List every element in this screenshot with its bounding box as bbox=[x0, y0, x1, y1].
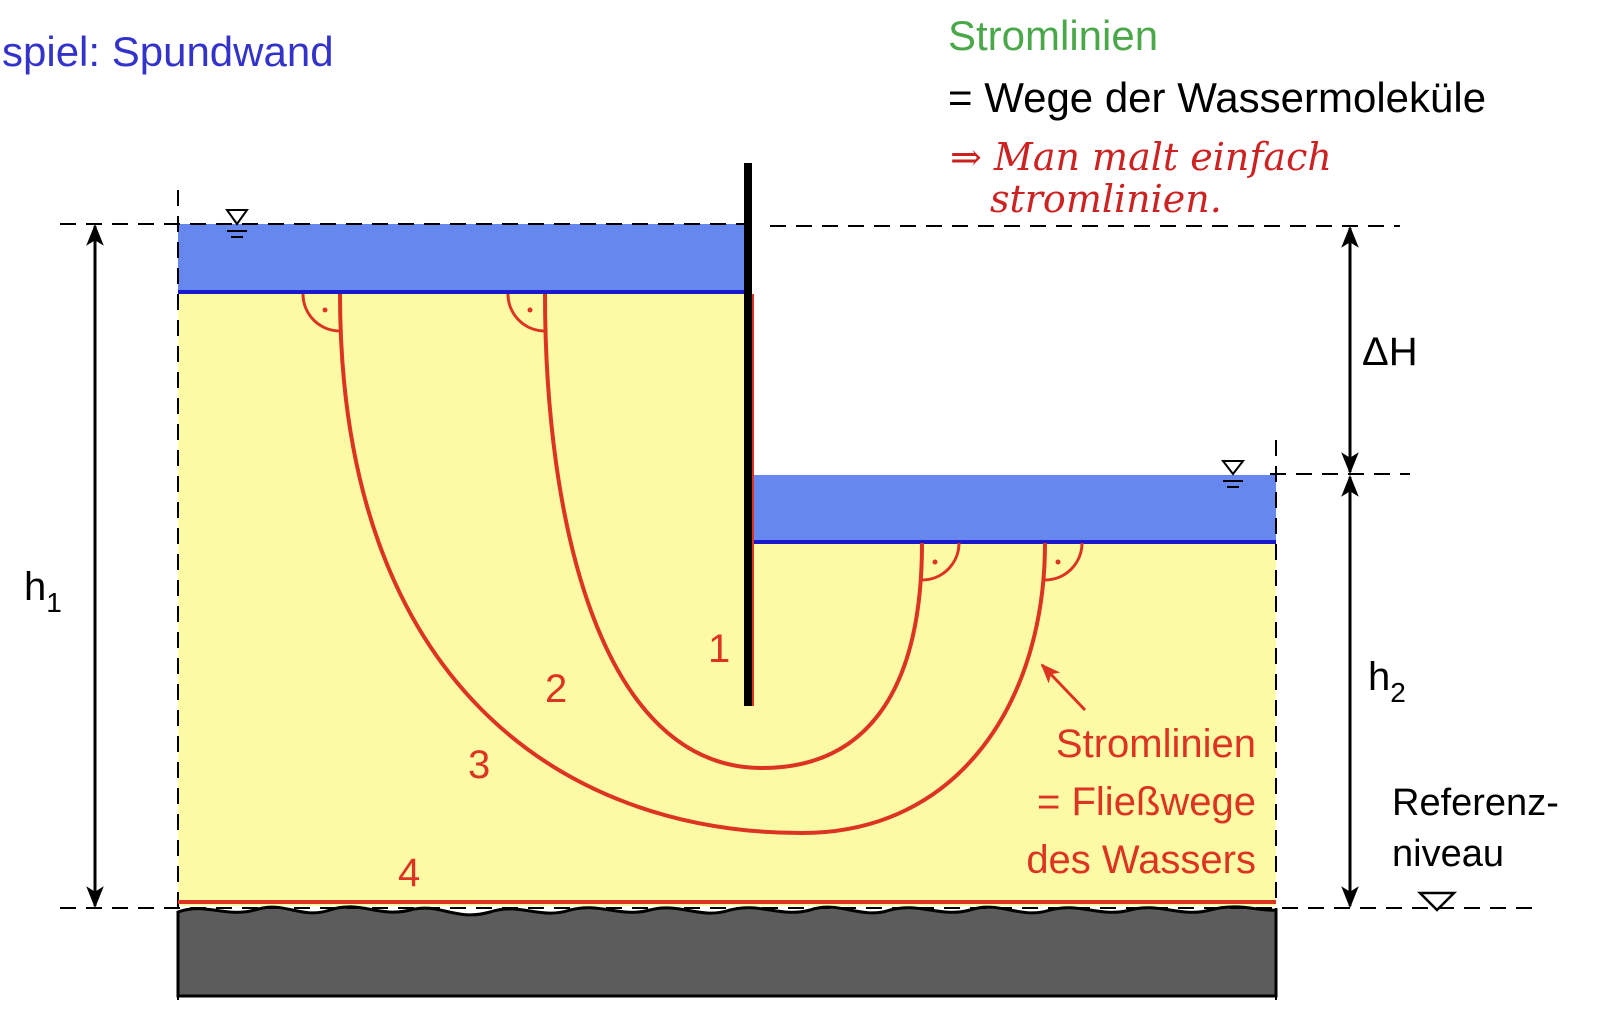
downstream-water bbox=[748, 475, 1276, 544]
streamline-number-4: 4 bbox=[398, 851, 420, 895]
streamline-caption-line-1: Stromlinien bbox=[1056, 722, 1256, 766]
right-angle-markers bbox=[301, 293, 1084, 582]
reference-level-label-line-2: niveau bbox=[1392, 833, 1504, 875]
handwritten-note-line-1: ⇒ Man malt einfach bbox=[950, 135, 1332, 179]
caption-pointer-arrow bbox=[1040, 663, 1087, 712]
streamline-3 bbox=[338, 293, 1047, 836]
streamline-caption-line-2: = Fließwege bbox=[1037, 780, 1256, 824]
sheet-pile-wall bbox=[744, 163, 752, 706]
streamline-number-1: 1 bbox=[708, 627, 730, 671]
reference-level-symbol bbox=[1416, 891, 1458, 912]
streamline-number-3: 3 bbox=[468, 743, 490, 787]
dashed-reference-lines bbox=[60, 190, 1540, 1000]
soil-region bbox=[178, 294, 1276, 906]
upstream-water bbox=[178, 224, 748, 294]
water-level-symbol-upstream bbox=[225, 209, 249, 238]
legend-definition: = Wege der Wassermoleküle bbox=[948, 74, 1486, 121]
bedrock bbox=[176, 905, 1278, 998]
delta-h-label: ΔH bbox=[1362, 330, 1418, 374]
streamline-number-2: 2 bbox=[545, 667, 567, 711]
h1-label: h1 bbox=[24, 565, 62, 618]
page-title: spiel: Spundwand bbox=[2, 28, 334, 75]
streamline-2 bbox=[543, 293, 924, 771]
h2-label: h2 bbox=[1368, 655, 1406, 708]
reference-level-label-line-1: Referenz- bbox=[1392, 782, 1559, 824]
dimension-arrows bbox=[86, 223, 1359, 909]
legend-heading: Stromlinien bbox=[948, 12, 1158, 59]
handwritten-note-line-2: stromlinien. bbox=[990, 177, 1222, 221]
water-level-symbol-downstream bbox=[1220, 460, 1246, 488]
streamline-caption-line-3: des Wassers bbox=[1026, 838, 1256, 882]
